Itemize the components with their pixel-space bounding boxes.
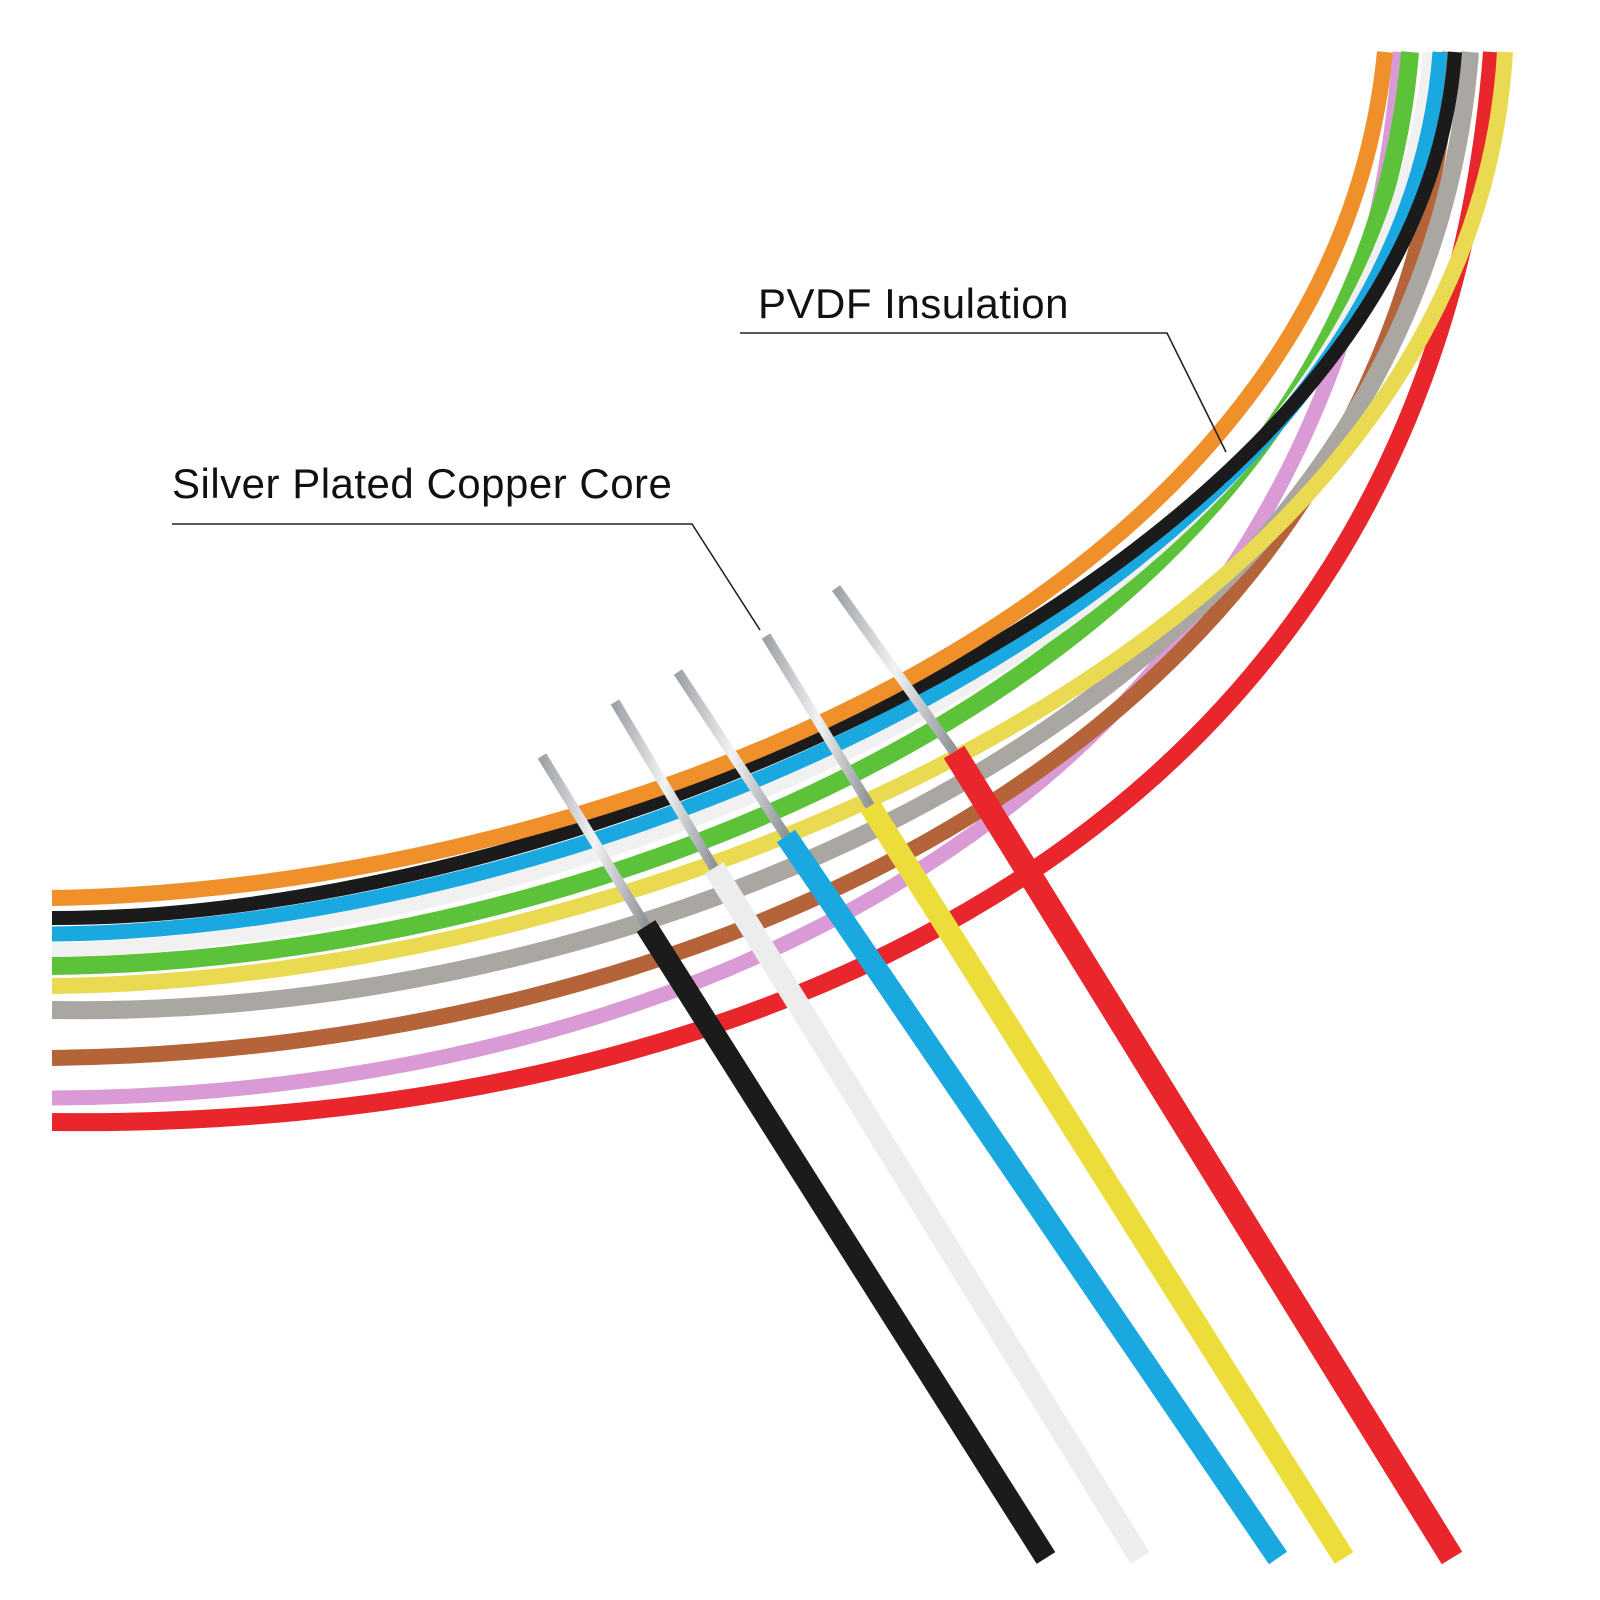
- silver-core-white: [610, 699, 719, 871]
- insulation-yellow: [860, 800, 1354, 1564]
- wire-curve-red: [51, 51, 1501, 1132]
- insulation-white: [704, 862, 1150, 1564]
- wire-curve-black: [51, 51, 1462, 926]
- insulation-white-shade: [704, 862, 1150, 1564]
- curved-wire-bundle: [51, 51, 1513, 1132]
- stripped-wire-black: [537, 753, 1056, 1564]
- core-label: Silver Plated Copper Core: [172, 460, 673, 507]
- stripped-wire-white: [610, 699, 1150, 1564]
- silver-core-red: [831, 585, 959, 755]
- stripped-wires: [537, 585, 1463, 1565]
- insulation-red: [943, 745, 1463, 1565]
- insulation-label: PVDF Insulation: [758, 280, 1069, 327]
- wire-curve-blue: [51, 51, 1448, 942]
- wire-curve-yellow: [51, 51, 1513, 994]
- wire-curve-green: [51, 51, 1419, 975]
- stripped-wire-yellow: [761, 633, 1354, 1564]
- insulation-black: [636, 920, 1056, 1564]
- silver-core-blue: [673, 669, 791, 839]
- silver-core-black: [537, 753, 651, 929]
- wire-curve-orange: [51, 51, 1393, 906]
- insulation-blue: [776, 829, 1288, 1565]
- leader-line-core: [172, 523, 761, 631]
- silver-core-yellow: [761, 633, 875, 809]
- stripped-wire-blue: [673, 669, 1288, 1565]
- leader-lines: [172, 332, 1227, 631]
- leader-line-insulation: [740, 332, 1227, 453]
- wire-curve-pink: [51, 51, 1408, 1106]
- stripped-wire-red: [831, 585, 1463, 1565]
